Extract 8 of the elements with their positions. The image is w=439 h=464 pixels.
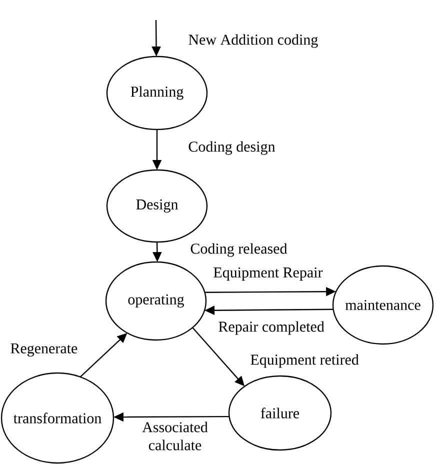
edge-label: Equipment Repair — [214, 267, 323, 281]
edge-label: Repair completed — [218, 321, 324, 335]
edge-label: Coding design — [188, 141, 276, 155]
edge-label: Coding released — [190, 243, 288, 257]
edge-label: Associated calculate — [142, 422, 208, 450]
edge-label: Regenerate — [10, 343, 78, 357]
edge-label: Equipment retired — [250, 354, 359, 368]
edge-label: New Addition coding — [188, 34, 318, 48]
